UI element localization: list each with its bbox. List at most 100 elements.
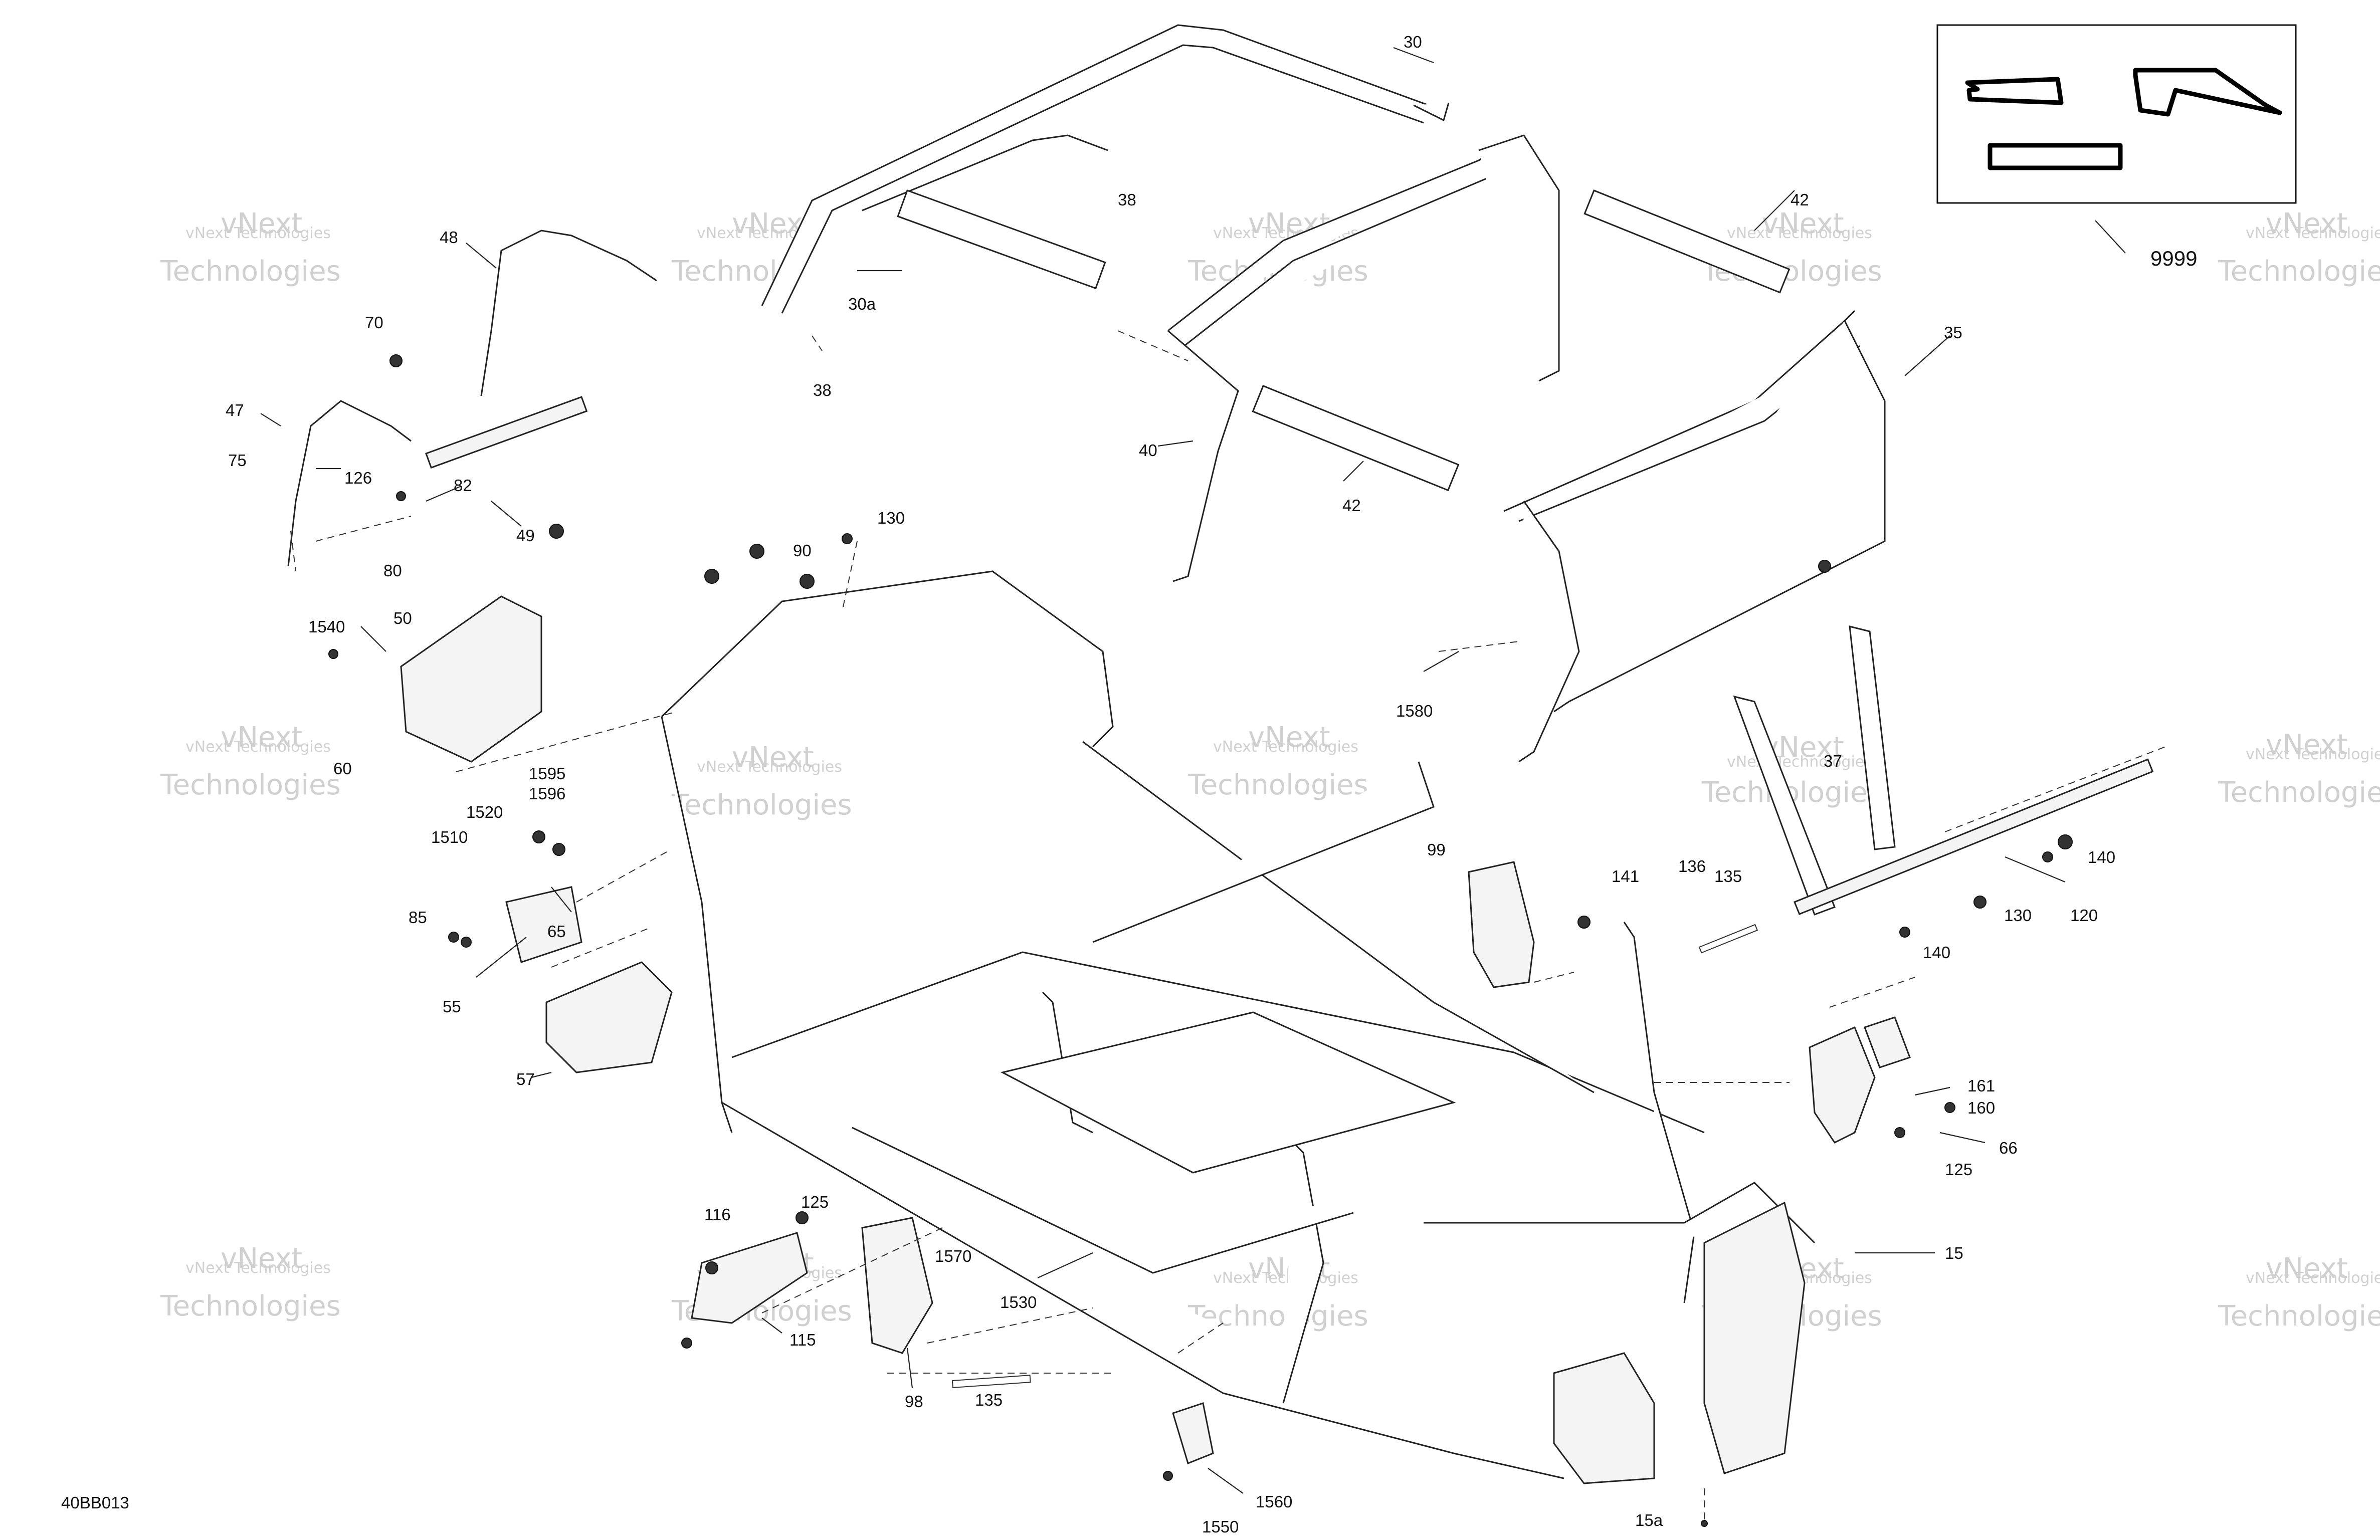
nut-icon [1973, 896, 1987, 909]
part-label-130: 130 [877, 509, 905, 527]
guide-line [315, 516, 412, 542]
support-37-b [1849, 625, 1896, 850]
leader-line [426, 485, 462, 502]
frame-front-leg [661, 716, 733, 1133]
watermark-text: vNext Technologies [1727, 225, 1872, 242]
rail-120 [1794, 758, 2154, 916]
part-label-42: 42 [1342, 496, 1361, 515]
watermark: vNext Technologies vNext Technologies [2218, 729, 2380, 809]
leader-line [1423, 651, 1459, 672]
leader-line [1208, 1468, 1244, 1494]
part-label-38: 38 [813, 381, 832, 399]
guide-line [1829, 977, 1915, 1008]
watermark: vNext Technologies vNext Technologies [160, 207, 341, 288]
bolt-icon [1894, 1127, 1905, 1138]
frame-cross-diagonal [1092, 761, 1435, 943]
part-label-75: 75 [228, 451, 247, 470]
nut-icon [749, 544, 764, 559]
assembly-guide-lines [290, 330, 2166, 1523]
leader-line [491, 501, 522, 527]
part-label-1530: 1530 [1000, 1293, 1037, 1311]
part-label-82: 82 [454, 476, 472, 495]
part-label-120: 120 [2070, 906, 2098, 925]
kit-9999-box[interactable] [1936, 24, 2297, 204]
main-frame-15[interactable] [661, 570, 1816, 1484]
grab-bar-47 [287, 400, 412, 567]
rops-end-bracket [1413, 102, 1450, 122]
leader-line [260, 413, 281, 426]
part-label-1580: 1580 [1396, 702, 1433, 720]
frame-upper-front [661, 570, 1114, 748]
leader-line [2005, 856, 2066, 883]
bracket-1560 [1172, 1402, 1214, 1465]
side-rail-35 [1503, 310, 1856, 512]
leader-line [1754, 190, 1795, 231]
part-label-49: 49 [516, 526, 535, 545]
roll-cage-assembly[interactable] [761, 24, 1896, 916]
part-label-47: 47 [226, 401, 244, 419]
leader-line [360, 626, 386, 652]
bolt-icon [681, 1338, 692, 1349]
kit-box-frame [1936, 24, 2297, 204]
part-label-135: 135 [975, 1391, 1003, 1409]
guide-line [927, 1307, 1093, 1344]
part-label-1550: 1550 [1202, 1517, 1239, 1536]
part-label-115: 115 [789, 1331, 816, 1349]
watermark-text: vNext Technologies [1727, 753, 1872, 771]
guide-line [456, 711, 677, 772]
right-subparts[interactable] [681, 560, 2154, 1527]
leader-line [761, 1317, 782, 1334]
part-label-125: 125 [1945, 1160, 1972, 1179]
bolt-icon [328, 649, 338, 659]
nut-icon [705, 1261, 718, 1274]
watermark-text: vNext Technologies [2246, 225, 2380, 242]
crossbar-42 [1252, 385, 1460, 492]
nut-icon [461, 937, 472, 948]
watermark-text: Technologies [2218, 255, 2380, 288]
watermark: vNext Technologies vNext Technologies [1187, 1252, 1368, 1333]
left-subparts[interactable] [287, 230, 853, 1073]
nut-icon [796, 1211, 809, 1224]
watermark: vNext Technologies vNext Technologies [2218, 207, 2380, 288]
watermark-text: Technologies [160, 1290, 341, 1323]
bolt-135 [951, 1375, 1031, 1389]
bolt-icon [549, 524, 564, 539]
guide-line [1438, 641, 1519, 652]
watermark-text: vNext Technologies [185, 1259, 331, 1277]
frame-lower-left [721, 1102, 1564, 1479]
part-label-70: 70 [365, 313, 383, 332]
guide-line [551, 927, 652, 968]
frame-floor-panel [1000, 1011, 1456, 1174]
leader-line [2095, 220, 2126, 254]
rear-mount-15a [1553, 1352, 1655, 1484]
watermark-text: vNext [2266, 729, 2348, 761]
watermark-text: vNext [2266, 207, 2348, 240]
nut-icon [704, 569, 719, 584]
leader-line [1914, 1086, 1950, 1096]
guide-line [761, 1227, 943, 1313]
bolt-icon [552, 843, 565, 856]
part-label-160: 160 [1967, 1098, 1995, 1117]
bolt-icon [1944, 1102, 1955, 1113]
part-label-37: 37 [1824, 752, 1842, 770]
front-crossbar-sleeve [897, 189, 1106, 290]
drawing-code: 40BB013 [61, 1493, 129, 1512]
bracket-161 [1809, 1026, 1876, 1144]
guide-line [1117, 330, 1188, 361]
part-label-38: 38 [1118, 190, 1136, 209]
watermark: vNext Technologies vNext Technologies [1701, 731, 1882, 809]
rear-rops-tube-edge [1177, 174, 1494, 352]
bolt-icon [1818, 560, 1831, 573]
guide-line [1177, 1323, 1224, 1354]
part-label-1540: 1540 [308, 617, 345, 636]
bracket-160 [1864, 1016, 1911, 1068]
nut-icon [2042, 851, 2053, 862]
leader-line [551, 887, 572, 913]
bolt-icon [389, 354, 403, 367]
guide-line [290, 531, 296, 572]
leader-lines [260, 47, 2126, 1494]
part-label-15: 15 [1945, 1244, 1963, 1262]
watermark-text: Technologies [160, 255, 341, 288]
b-pillar-40 [1518, 501, 1580, 763]
leader-line [1393, 47, 1434, 64]
